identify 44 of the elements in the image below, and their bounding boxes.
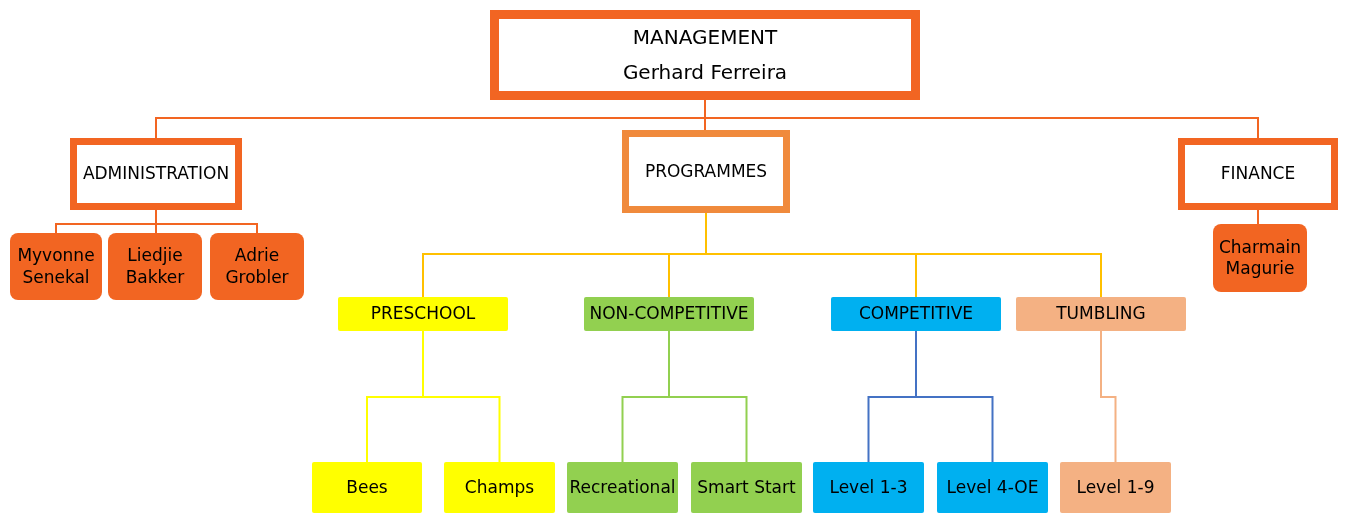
programme-box — [1060, 462, 1171, 513]
programme-box — [831, 297, 1001, 331]
programme-box — [444, 462, 555, 513]
connector-line — [1100, 330, 1117, 463]
programme-box — [584, 297, 754, 331]
connector-line — [422, 330, 501, 463]
programme-box — [338, 297, 508, 331]
box-label: Level 1-9 — [1076, 476, 1155, 499]
connector-line — [915, 330, 994, 463]
box-label: Liedjie Bakker — [124, 245, 186, 288]
person-box — [1213, 224, 1307, 292]
box-label: Bees — [346, 476, 388, 499]
programme-box — [813, 462, 924, 513]
box-label: Level 1-3 — [829, 476, 908, 499]
department-box — [70, 138, 242, 210]
connector-line — [668, 330, 748, 463]
box-label: Charmain Magurie — [1217, 236, 1303, 280]
box-label: FINANCE — [1220, 163, 1296, 185]
box-label: TUMBLING — [1056, 303, 1146, 325]
programme-box — [567, 462, 678, 513]
connector-line — [1257, 209, 1259, 225]
department-box — [622, 130, 790, 213]
programme-box — [937, 462, 1048, 513]
programme-box — [312, 462, 422, 513]
department-box — [1178, 138, 1338, 210]
box-label: Adrie Grobler — [224, 245, 290, 288]
box-label: Myvonne Senekal — [16, 245, 96, 288]
box-label: COMPETITIVE — [858, 303, 974, 325]
box-label: Smart Start — [697, 476, 796, 499]
box-label: NON-COMPETITIVE — [589, 303, 749, 325]
box-label: Recreational — [569, 476, 676, 499]
box-label: PRESCHOOL — [370, 303, 476, 325]
person-box — [108, 233, 202, 300]
person-box — [210, 233, 304, 300]
box-label: MANAGEMENT — [632, 25, 778, 50]
programme-box — [691, 462, 802, 513]
management-box — [490, 10, 920, 100]
box-label: Level 4-OE — [946, 476, 1039, 499]
box-label: ADMINISTRATION — [82, 163, 230, 185]
person-name: Gerhard Ferreira — [622, 60, 788, 85]
person-box — [10, 233, 102, 300]
box-label: PROGRAMMES — [644, 160, 768, 183]
box-label: Champs — [464, 476, 535, 499]
programme-box — [1016, 297, 1186, 331]
